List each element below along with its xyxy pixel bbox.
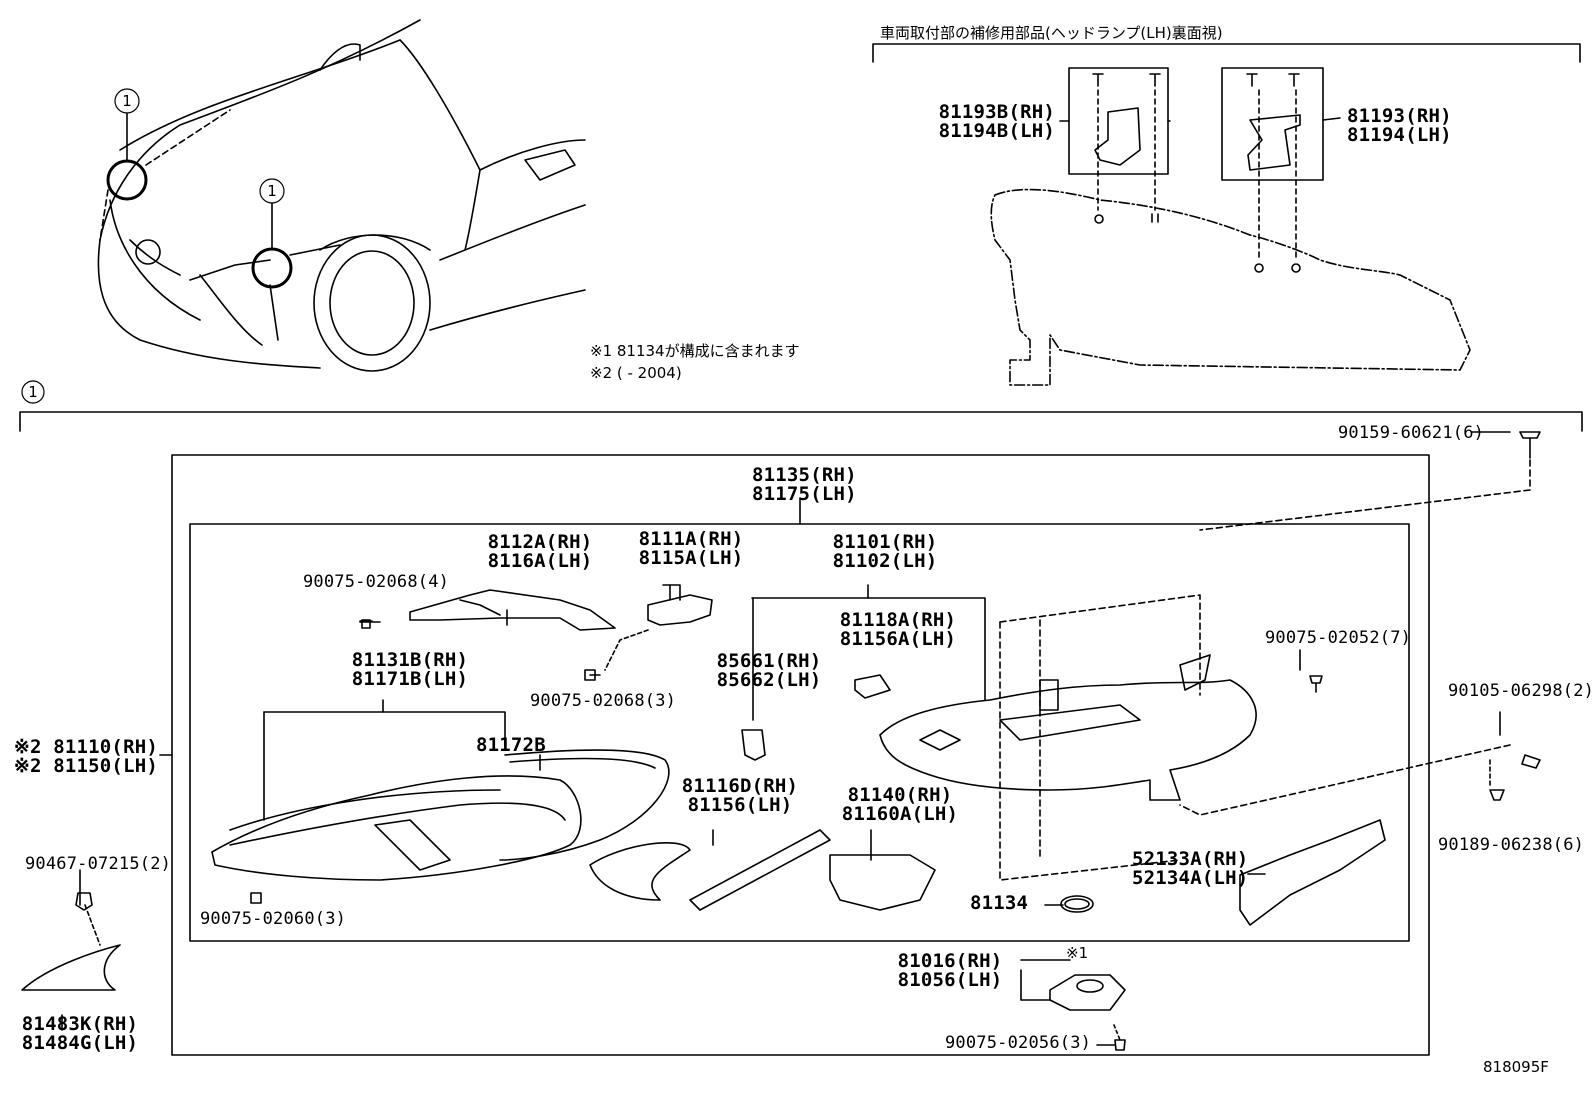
part-81016: 81016(RH)81056(LH) <box>897 950 1003 991</box>
part-8111A: 8111A(RH)8115A(LH) <box>638 528 744 569</box>
bracket-left-label: 81193B(RH)81194B(LH) <box>938 101 1055 142</box>
car-front-illustration <box>97 19 586 372</box>
upper-bracket-sketch <box>359 589 616 631</box>
callout-number-1b: 1 <box>267 182 277 200</box>
part-90467: 90467-07215(2) <box>25 854 172 874</box>
part-81140: 81140(RH)81160A(LH) <box>841 784 959 825</box>
note-1: ※1 81134が構成に含まれます <box>590 342 800 360</box>
repair-parts-title: 車両取付部の補修用部品(ヘッドランプ(LH)裏面視) <box>880 24 1223 42</box>
part-81172B: 81172B <box>476 734 546 756</box>
part-81131B: 81131B(RH)81171B(LH) <box>351 649 469 690</box>
part-90075-02068-3: 90075-02068(3) <box>530 691 677 711</box>
part-81135: 81135(RH)81175(LH) <box>752 464 857 505</box>
diagram-id: 818095F <box>1483 1058 1549 1076</box>
part-90075-02052: 90075-02052(7) <box>1265 628 1412 648</box>
headlamp-assembly-box <box>171 454 1430 1056</box>
note-2: ※2 ( - 2004) <box>590 364 682 382</box>
part-85661: 85661(RH)85662(LH) <box>716 650 822 691</box>
callout-number-1a: 1 <box>122 92 132 110</box>
part-90075-02068-4: 90075-02068(4) <box>303 572 450 592</box>
part-81101: 81101(RH)81102(LH) <box>832 531 938 572</box>
part-81118A: 81118A(RH)81156A(LH) <box>839 609 957 650</box>
screw-icons <box>250 431 1541 1051</box>
part-81134: 81134 <box>970 892 1029 914</box>
main-section-frame <box>19 411 1583 432</box>
part-90105: 90105-06298(2) <box>1448 681 1592 701</box>
leader-lines <box>61 431 1531 1046</box>
part-90159: 90159-60621(6) <box>1338 423 1485 443</box>
part-8112A: 8112A(RH)8116A(LH) <box>487 531 593 572</box>
component-sketches <box>21 674 1386 1011</box>
actuator-sketch <box>589 584 713 676</box>
part-81116D: 81116D(RH)81156(LH) <box>681 775 799 816</box>
part-90075-02056: 90075-02056(3) <box>945 1033 1092 1053</box>
part-52133A: 52133A(RH)52134A(LH) <box>1132 848 1249 889</box>
main-housing-sketch <box>879 654 1257 801</box>
headlamp-unit-sketch <box>211 749 670 881</box>
section-callout-circle <box>21 380 45 404</box>
part-90189: 90189-06238(6) <box>1438 835 1585 855</box>
part-81110: ※2 81110(RH)※2 81150(LH) <box>13 736 158 777</box>
part-90075-02060: 90075-02060(3) <box>200 909 347 929</box>
bracket-right-label: 81193(RH)81194(LH) <box>1347 105 1452 146</box>
part-81016-note: ※1 <box>1066 944 1089 962</box>
bracket-section-illustration <box>872 43 1581 386</box>
part-81483K: 81483K(RH)81484G(LH) <box>21 1013 139 1054</box>
section-callout-number: 1 <box>28 383 38 401</box>
